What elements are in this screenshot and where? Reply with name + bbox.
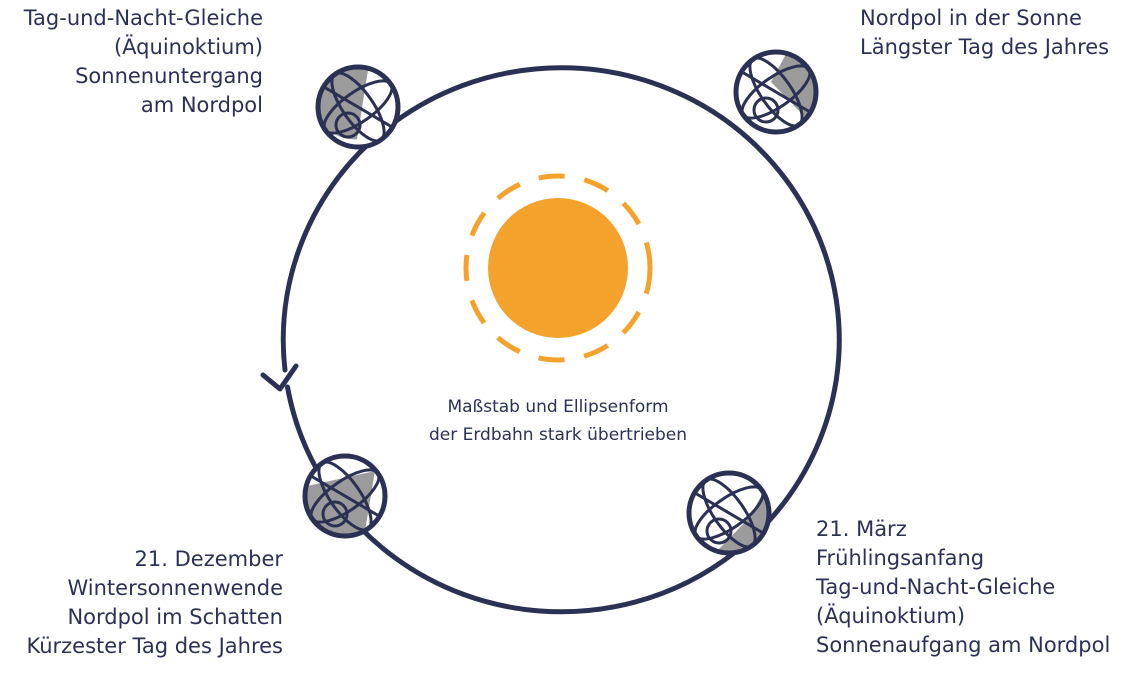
globe-icon (302, 453, 388, 539)
label-line: Nordpol in der Sonne (860, 6, 1082, 30)
label-bottom-left: 21. Dezember Wintersonnenwende Nordpol i… (26, 545, 283, 661)
globe-icon (686, 470, 772, 556)
label-line: Sonnenaufgang am Nordpol (816, 633, 1111, 657)
label-line: Längster Tag des Jahres (860, 35, 1110, 59)
label-line: Nordpol im Schatten (67, 605, 283, 629)
label-line: 21. März (816, 517, 907, 541)
label-line: (Äquinoktium) (816, 604, 966, 628)
label-line: Kürzester Tag des Jahres (26, 634, 283, 658)
label-bottom-right: 21. März Frühlingsanfang Tag-und-Nacht-G… (816, 515, 1110, 660)
label-line: 21. Dezember (134, 547, 283, 571)
note-line: der Erdbahn stark übertrieben (428, 425, 688, 445)
globe-icon (315, 64, 401, 150)
note-line: Maßstab und Ellipsenform (447, 397, 669, 417)
label-line: (Äquinoktium) (113, 35, 263, 59)
label-line: Tag-und-Nacht-Gleiche (23, 6, 263, 30)
label-line: Sonnenuntergang (75, 64, 263, 88)
label-line: Frühlingsanfang (816, 546, 985, 570)
sun-icon (463, 173, 653, 363)
label-top-right: Nordpol in der Sonne Längster Tag des Ja… (860, 4, 1109, 62)
label-line: Wintersonnenwende (67, 576, 283, 600)
globe-icon (733, 49, 819, 135)
label-top-left: Tag-und-Nacht-Gleiche (Äquinoktium) Sonn… (24, 4, 263, 120)
scale-note: Maßstab und Ellipsenform der Erdbahn sta… (383, 393, 733, 449)
label-line: am Nordpol (140, 93, 263, 117)
arrow-head-icon (260, 363, 299, 392)
label-line: Tag-und-Nacht-Gleiche (816, 575, 1056, 599)
